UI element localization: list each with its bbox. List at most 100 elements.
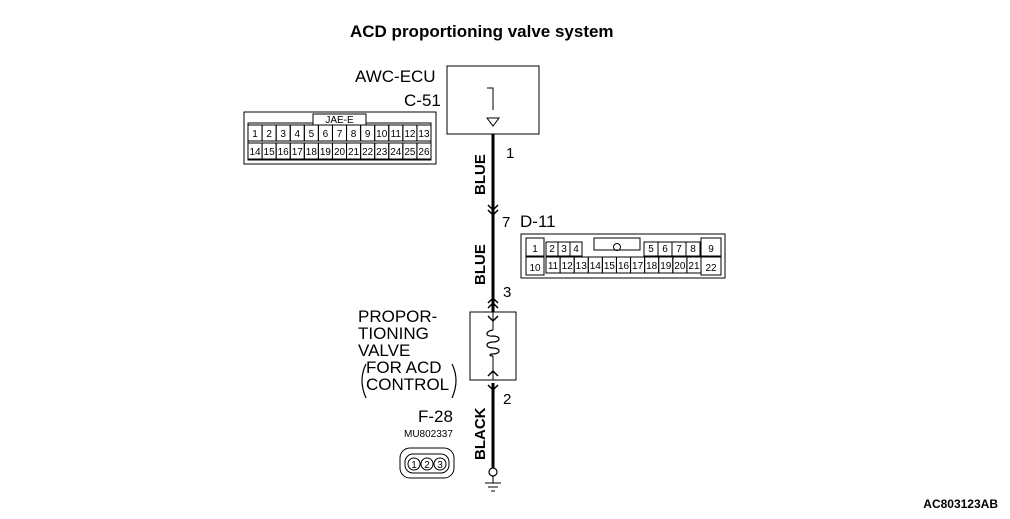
jae-pin-number: 19 <box>320 147 332 158</box>
joint-pin-number: 17 <box>632 261 644 272</box>
jae-pin-number: 10 <box>376 129 388 140</box>
joint-pin-number: 13 <box>576 261 588 272</box>
valve-label: PROPOR- TIONING VALVE FOR ACD CONTROL <box>358 308 449 393</box>
joint-pin-number: 1 <box>532 244 538 255</box>
jae-pin-number: 12 <box>404 129 416 140</box>
jae-pin-number: 21 <box>348 147 360 158</box>
jae-pin-number: 25 <box>404 147 416 158</box>
joint-cell <box>700 256 722 276</box>
jae-pin-number: 6 <box>323 129 329 140</box>
figure-code: AC803123AB <box>923 497 998 511</box>
joint-pin-number: 7 <box>676 244 682 255</box>
jae-pin-number: 26 <box>418 147 430 158</box>
joint-pin-number: 8 <box>690 244 696 255</box>
jae-pin-number: 3 <box>280 129 286 140</box>
ground-node <box>488 467 498 477</box>
joint-cell <box>525 256 545 276</box>
jae-pin-number: 16 <box>278 147 290 158</box>
joint-outer <box>520 233 726 279</box>
pin-1 <box>407 457 421 471</box>
joint-pin-number: 18 <box>646 261 658 272</box>
pin-valve-out: 2 <box>503 391 512 408</box>
pin-ecu: 1 <box>506 145 515 162</box>
joint-pin-number: 22 <box>705 263 717 274</box>
jae-pin-number: 15 <box>264 147 276 158</box>
joint-pin-number: 14 <box>590 261 602 272</box>
joint-pin-number: 21 <box>688 261 700 272</box>
joint-cell <box>700 237 722 257</box>
diagram-title: ACD proportioning valve system <box>350 22 614 41</box>
pin-2 <box>420 457 434 471</box>
pin-1-label: 1 <box>411 460 417 471</box>
valve-label-line: PROPOR- <box>358 307 438 326</box>
jae-cell <box>416 142 432 160</box>
valve-label-line: TIONING <box>358 324 429 343</box>
joint-pin-number: 9 <box>708 244 714 255</box>
joint-pin-number: 6 <box>662 244 668 255</box>
jae-pin-number: 22 <box>362 147 374 158</box>
jae-pin-number: 17 <box>292 147 304 158</box>
jae-label: JAE-E <box>325 115 354 126</box>
joint-connector-id: D-11 <box>520 212 556 231</box>
joint-pin-number: 16 <box>618 261 630 272</box>
joint-pin-number: 15 <box>604 261 616 272</box>
bracket-left-icon <box>361 363 367 399</box>
pin-2-label: 2 <box>424 460 430 471</box>
valve-label-line: VALVE <box>358 341 411 360</box>
joint-lock-icon <box>613 243 621 251</box>
valve-label-line: CONTROL <box>366 375 450 394</box>
jae-pin-number: 2 <box>266 129 272 140</box>
jae-pin-number: 7 <box>337 129 343 140</box>
jae-pin-number: 1 <box>252 129 258 140</box>
joint-pin-number: 11 <box>548 261 559 272</box>
pin-3-label: 3 <box>437 460 443 471</box>
ecu-name: AWC-ECU <box>355 67 436 86</box>
jae-pin-number: 14 <box>249 147 261 158</box>
pin-valve-in: 3 <box>503 284 512 301</box>
ecu-connector-id: C-51 <box>404 91 441 110</box>
joint-cell <box>685 241 701 257</box>
jae-pin-number: 24 <box>390 147 402 158</box>
valve-connector-inner <box>404 453 450 474</box>
jae-pin-number: 8 <box>351 129 357 140</box>
valve-label-line: FOR ACD <box>366 358 442 377</box>
bracket-right-icon <box>451 363 457 399</box>
jae-pin-number: 9 <box>365 129 371 140</box>
pin-joint: 7 <box>502 214 511 231</box>
joint-pin-number: 19 <box>660 261 672 272</box>
jae-cell <box>416 124 432 142</box>
pin-3 <box>433 457 447 471</box>
joint-pin-number: 20 <box>674 261 686 272</box>
coil-icon <box>486 329 500 357</box>
jae-pin-number: 18 <box>306 147 318 158</box>
joint-pin-number: 2 <box>549 244 555 255</box>
ecu-pin-triangle-icon <box>486 117 500 127</box>
valve-connector-part: MU802337 <box>404 429 453 440</box>
jae-outer <box>243 111 437 165</box>
joint-pin-number: 5 <box>648 244 654 255</box>
joint-pin-number: 3 <box>561 244 567 255</box>
jae-pin-number: 13 <box>418 129 430 140</box>
joint-cell <box>569 241 583 257</box>
jae-pin-number: 20 <box>334 147 346 158</box>
jae-pin-number: 11 <box>391 129 402 140</box>
valve-connector: 1 2 3 <box>399 447 455 479</box>
joint-cell <box>525 237 545 257</box>
chevron-up-icon <box>487 296 499 309</box>
joint-pin-number: 4 <box>573 244 579 255</box>
ecu-pin-stub <box>487 87 494 110</box>
valve-connector-id: F-28 <box>418 407 453 426</box>
valve-connector-outer <box>399 447 455 479</box>
jae-pin-number: 5 <box>309 129 315 140</box>
joint-pin-number: 12 <box>562 261 574 272</box>
chevron-down-icon <box>487 204 499 217</box>
jae-pin-number: 23 <box>376 147 388 158</box>
joint-pin-number: 10 <box>529 263 541 274</box>
jae-pin-number: 4 <box>294 129 300 140</box>
